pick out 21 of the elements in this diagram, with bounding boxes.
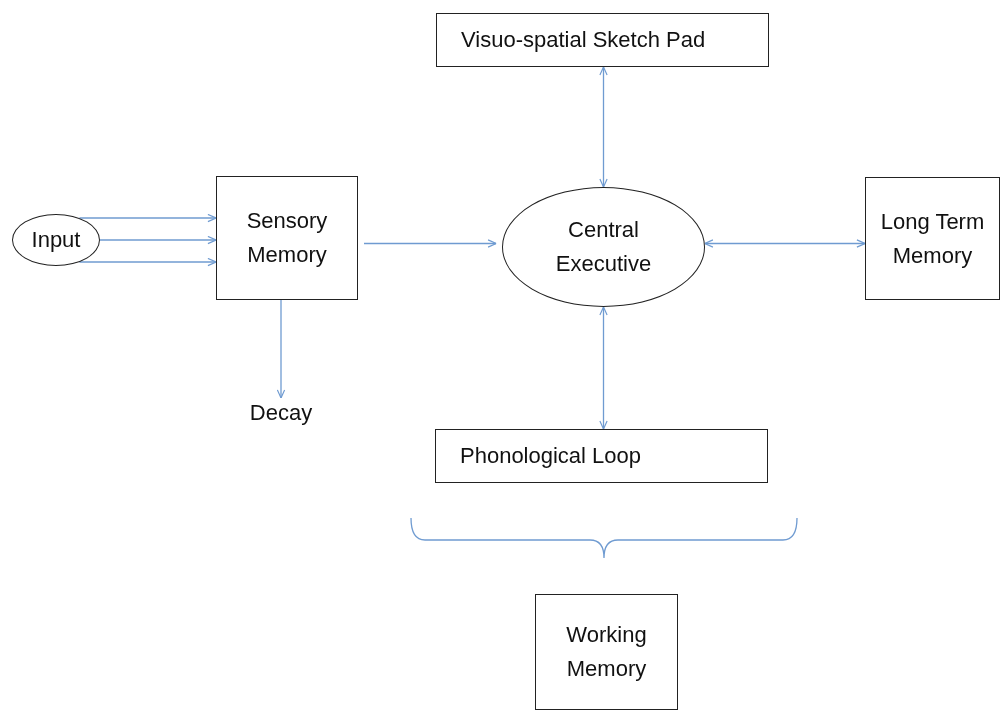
arrow (599, 66, 608, 188)
node-label: Central Executive (554, 216, 653, 278)
node-label: Sensory Memory (245, 207, 329, 269)
arrow (363, 239, 497, 248)
node-label: Phonological Loop (460, 442, 642, 470)
process-box (865, 177, 1000, 300)
node-label: Visuo-spatial Sketch Pad (461, 26, 706, 54)
process-box (435, 429, 768, 483)
process-box (216, 176, 358, 300)
node-label: Decay (249, 399, 313, 427)
arrow (78, 213, 217, 223)
node-label: Long Term Memory (879, 207, 986, 270)
arrow (99, 235, 217, 245)
process-box (535, 594, 678, 710)
process-box (436, 13, 769, 67)
arrow (599, 306, 608, 430)
arrow (704, 239, 866, 248)
node-label: Working Memory (565, 621, 648, 683)
arrow (78, 257, 217, 267)
node-label: Input (31, 226, 81, 254)
arrow (276, 299, 286, 399)
